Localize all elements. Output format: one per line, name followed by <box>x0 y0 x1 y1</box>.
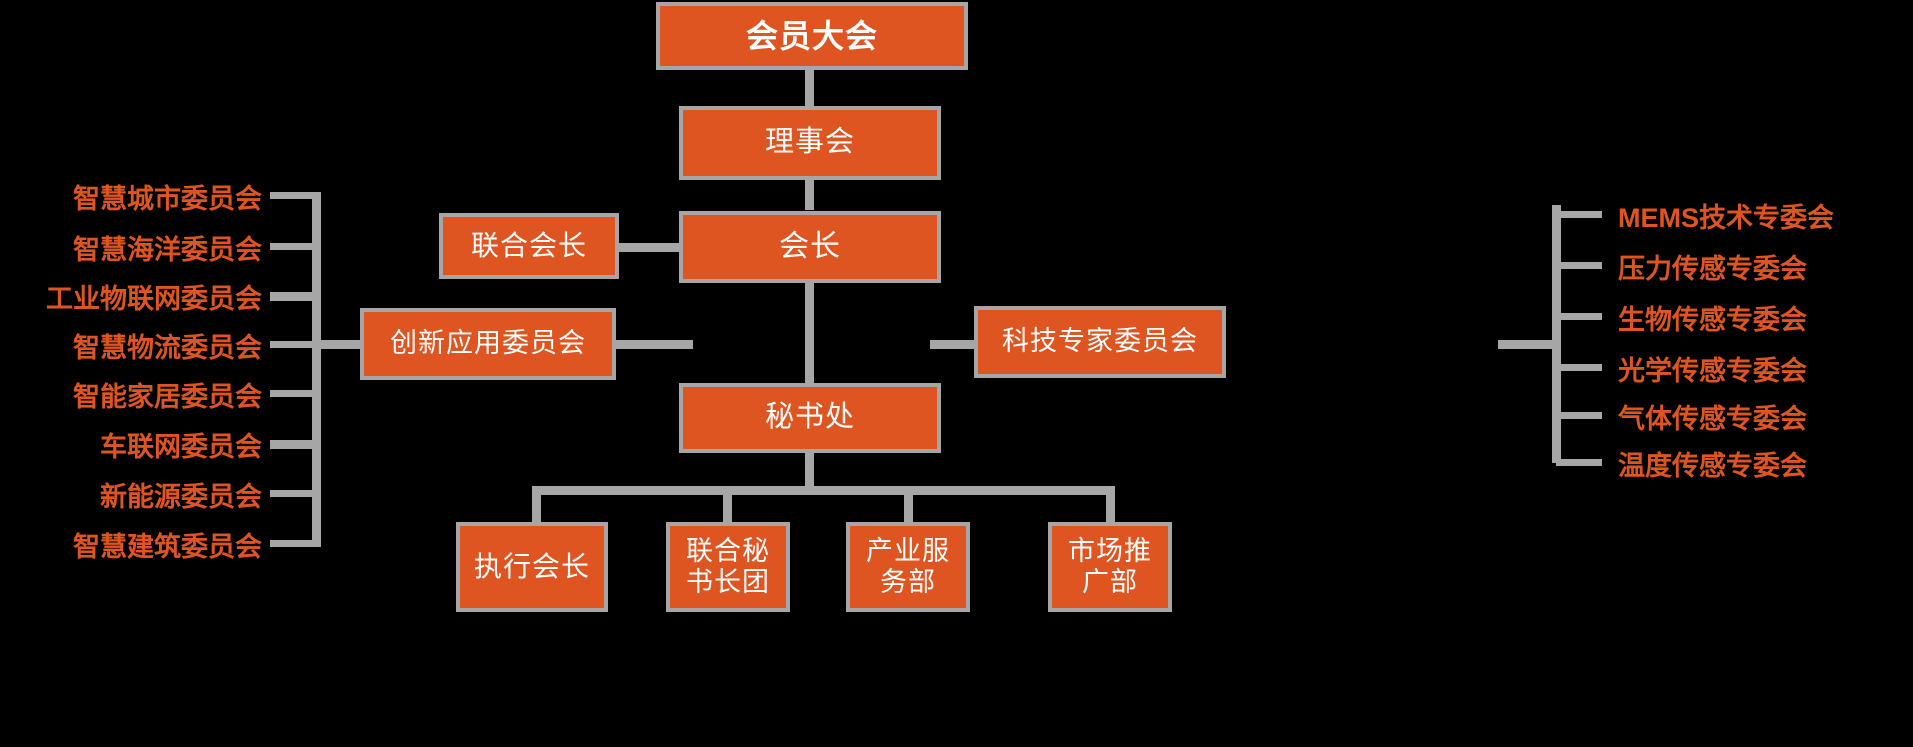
leaf-right-5[interactable]: 温度传感专委会 <box>1618 444 1807 483</box>
connector-right-to-expert <box>1498 340 1560 349</box>
node-president[interactable]: 会长 <box>679 211 941 283</box>
connector-bus-exec <box>532 486 541 526</box>
connector-right-stub-3 <box>1556 364 1602 371</box>
leaf-left-7[interactable]: 智慧建筑委员会 <box>0 525 262 564</box>
node-marketing-dept[interactable]: 市场推 广部 <box>1048 522 1172 612</box>
leaf-left-0[interactable]: 智慧城市委员会 <box>0 177 262 216</box>
leaf-right-1-label: 压力传感专委会 <box>1618 254 1807 284</box>
connector-right-stub-4 <box>1556 412 1602 419</box>
connector-left-stub-2 <box>270 292 318 301</box>
node-expert-committee[interactable]: 科技专家委员会 <box>974 306 1226 378</box>
connector-council-president <box>805 180 814 210</box>
node-secretariat[interactable]: 秘书处 <box>679 383 941 453</box>
connector-bus-marketing <box>1106 486 1115 526</box>
leaf-left-4-label: 智能家居委员会 <box>73 382 262 412</box>
node-assembly-label: 会员大会 <box>745 17 878 54</box>
node-council[interactable]: 理事会 <box>679 106 941 180</box>
leaf-right-5-label: 温度传感专委会 <box>1618 451 1807 481</box>
connector-bus-industry <box>904 486 913 526</box>
leaf-left-2[interactable]: 工业物联网委员会 <box>0 277 262 316</box>
connector-left-spine <box>312 192 321 547</box>
leaf-left-2-label: 工业物联网委员会 <box>46 284 262 314</box>
node-secretariat-label: 秘书处 <box>764 401 855 434</box>
leaf-right-4-label: 气体传感专委会 <box>1618 404 1807 434</box>
leaf-left-0-label: 智慧城市委员会 <box>73 184 262 214</box>
connector-left-to-innovation <box>312 340 372 349</box>
node-joint-president[interactable]: 联合会长 <box>439 213 619 279</box>
leaf-right-2[interactable]: 生物传感专委会 <box>1618 298 1807 337</box>
connector-bus-secgroup <box>723 486 732 526</box>
connector-president-secretariat <box>805 283 814 385</box>
connector-left-stub-6 <box>270 490 318 497</box>
leaf-right-0-label: MEMS技术专委会 <box>1618 203 1834 233</box>
leaf-right-3[interactable]: 光学传感专委会 <box>1618 349 1807 388</box>
connector-left-stub-4 <box>270 390 318 397</box>
connector-right-stub-5 <box>1556 459 1602 466</box>
node-expert-committee-label: 科技专家委员会 <box>1002 326 1198 357</box>
connector-right-spine <box>1552 205 1561 463</box>
node-assembly[interactable]: 会员大会 <box>656 2 968 70</box>
connector-right-stub-0 <box>1556 211 1602 218</box>
connector-left-stub-1 <box>270 243 318 250</box>
node-joint-secretary-group[interactable]: 联合秘 书长团 <box>666 522 790 612</box>
connector-left-stub-5 <box>270 440 318 449</box>
leaf-right-0[interactable]: MEMS技术专委会 <box>1618 196 1834 235</box>
connector-right-stub-2 <box>1556 313 1602 320</box>
leaf-left-4[interactable]: 智能家居委员会 <box>0 375 262 414</box>
connector-assembly-council <box>805 70 814 106</box>
connector-left-stub-3 <box>270 341 318 348</box>
node-innovation-committee[interactable]: 创新应用委员会 <box>360 308 616 380</box>
node-council-label: 理事会 <box>764 126 855 159</box>
leaf-right-4[interactable]: 气体传感专委会 <box>1618 397 1807 436</box>
connector-jointpresident-president <box>615 243 685 252</box>
node-innovation-committee-label: 创新应用委员会 <box>390 328 586 359</box>
leaf-left-1[interactable]: 智慧海洋委员会 <box>0 228 262 267</box>
leaf-right-3-label: 光学传感专委会 <box>1618 356 1807 386</box>
leaf-left-3-label: 智慧物流委员会 <box>73 333 262 363</box>
node-executive-president[interactable]: 执行会长 <box>456 522 608 612</box>
connector-expert-spine <box>930 340 980 349</box>
connector-innovation-spine <box>613 340 693 349</box>
leaf-right-2-label: 生物传感专委会 <box>1618 305 1807 335</box>
node-joint-president-label: 联合会长 <box>470 229 587 261</box>
leaf-right-1[interactable]: 压力传感专委会 <box>1618 247 1807 286</box>
connector-left-stub-0 <box>270 192 318 199</box>
node-industry-service-dept[interactable]: 产业服 务部 <box>846 522 970 612</box>
leaf-left-7-label: 智慧建筑委员会 <box>73 532 262 562</box>
connector-right-stub-1 <box>1556 262 1602 269</box>
node-president-label: 会长 <box>779 229 841 263</box>
node-industry-service-dept-label: 产业服 务部 <box>866 535 950 597</box>
leaf-left-3[interactable]: 智慧物流委员会 <box>0 326 262 365</box>
leaf-left-1-label: 智慧海洋委员会 <box>73 235 262 265</box>
leaf-left-6[interactable]: 新能源委员会 <box>0 475 262 514</box>
connector-bottom-bus <box>536 486 1111 495</box>
leaf-left-6-label: 新能源委员会 <box>100 482 262 512</box>
node-joint-secretary-group-label: 联合秘 书长团 <box>686 535 770 597</box>
connector-secretariat-bus <box>805 450 814 490</box>
node-executive-president-label: 执行会长 <box>473 550 590 582</box>
connector-left-stub-7 <box>270 540 318 547</box>
node-marketing-dept-label: 市场推 广部 <box>1068 535 1152 597</box>
leaf-left-5-label: 车联网委员会 <box>100 432 262 462</box>
leaf-left-5[interactable]: 车联网委员会 <box>0 425 262 464</box>
